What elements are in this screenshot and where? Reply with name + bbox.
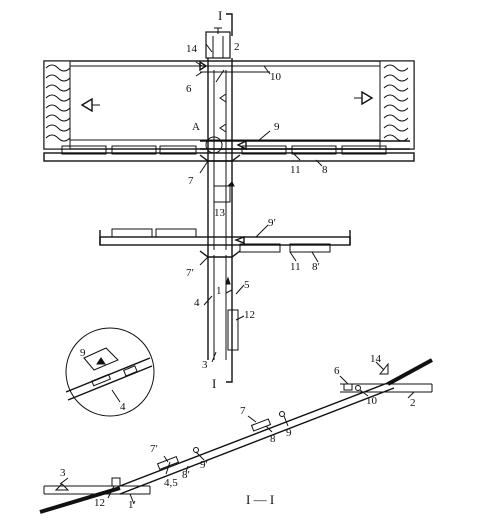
label-A: A bbox=[192, 121, 200, 133]
section-label-3: 3 bbox=[60, 467, 66, 479]
section-label-9: 9 bbox=[286, 427, 292, 439]
roadway-8p-panels bbox=[111, 228, 331, 253]
section-line-top bbox=[226, 13, 233, 36]
label-12: 12 bbox=[244, 309, 255, 321]
regulator-arrow-top bbox=[199, 60, 208, 72]
detail-label-4: 4 bbox=[120, 401, 126, 413]
airflow-arrow-left bbox=[80, 97, 93, 113]
label-3: 3 bbox=[202, 359, 208, 371]
section-title: I — I bbox=[246, 492, 274, 507]
label-13: 13 bbox=[214, 207, 226, 219]
upper-working-inner bbox=[69, 65, 381, 141]
section-label-8: 8 bbox=[270, 433, 276, 445]
label-6: 6 bbox=[186, 83, 192, 95]
section-label-12: 12 bbox=[94, 497, 105, 509]
box-13 bbox=[213, 185, 231, 203]
label-8p: 8′ bbox=[312, 261, 320, 273]
label-7p: 7′ bbox=[186, 267, 194, 279]
detail-A: 9 4 bbox=[65, 327, 155, 417]
label-5: 5 bbox=[244, 279, 250, 291]
label-1: 1 bbox=[216, 285, 222, 297]
label-4: 4 bbox=[194, 297, 200, 309]
rock-fill-left bbox=[43, 60, 71, 150]
box-12 bbox=[227, 309, 239, 351]
label-9p: 9′ bbox=[268, 217, 276, 229]
section-label-45: 4,5 bbox=[164, 477, 178, 489]
label-8: 8 bbox=[322, 164, 328, 176]
label-11: 11 bbox=[290, 164, 301, 176]
section-view: 3 12 1′ 4,5 7′ 8′ 9′ 7 8 9 6 10 14 2 I —… bbox=[39, 353, 433, 514]
rock-fill-right bbox=[379, 60, 415, 150]
section-mark-bottom: I bbox=[212, 376, 216, 391]
detail-circle bbox=[65, 327, 155, 417]
section-mark-top: I bbox=[218, 8, 222, 23]
section-label-14: 14 bbox=[370, 353, 382, 365]
section-line-bottom bbox=[226, 360, 233, 383]
label-2: 2 bbox=[234, 41, 240, 53]
airflow-arrow-right bbox=[361, 90, 374, 106]
section-label-6: 6 bbox=[334, 365, 340, 377]
label-11b: 11 bbox=[290, 261, 301, 273]
section-label-9p: 9′ bbox=[200, 459, 208, 471]
label-7: 7 bbox=[188, 175, 194, 187]
roadway-8-panels bbox=[61, 145, 387, 155]
detail-label-9: 9 bbox=[80, 347, 86, 359]
plan-view: I bbox=[43, 8, 415, 391]
inlet-structure bbox=[205, 31, 231, 59]
label-9: 9 bbox=[274, 121, 280, 133]
label-10: 10 bbox=[270, 71, 282, 83]
section-label-2: 2 bbox=[410, 397, 416, 409]
section-label-10: 10 bbox=[366, 395, 378, 407]
label-14: 14 bbox=[186, 43, 198, 55]
section-label-7p: 7′ bbox=[150, 443, 158, 455]
section-label-1p: 1′ bbox=[128, 499, 136, 511]
section-label-8p: 8′ bbox=[182, 469, 190, 481]
section-label-7: 7 bbox=[240, 405, 246, 417]
